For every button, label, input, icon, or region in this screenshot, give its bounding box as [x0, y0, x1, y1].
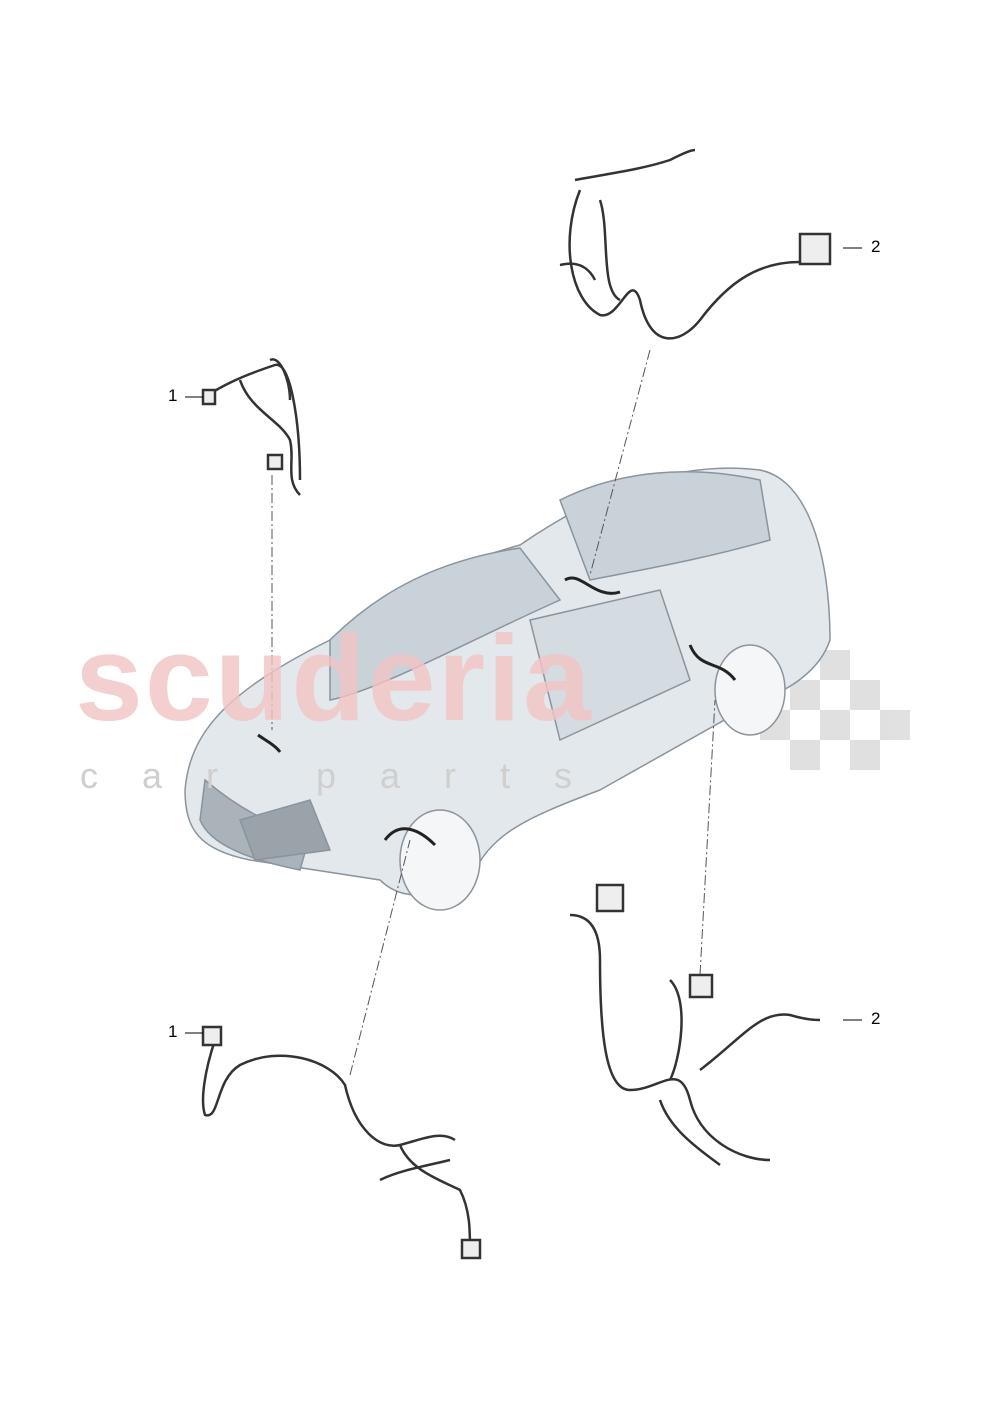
harness-rear-right [559, 148, 832, 340]
callout-1-bottom: 1 [168, 1022, 178, 1041]
harness-front-right [201, 1025, 482, 1260]
callout-1-top: 1 [168, 386, 178, 405]
watermark-scuderia: scuderia [75, 610, 593, 746]
leader-lines [271, 349, 716, 1076]
harness-front-left [201, 358, 302, 496]
callout-2-bottom: 2 [871, 1009, 881, 1028]
harness-on-car [257, 576, 737, 847]
car-illustration [184, 467, 831, 911]
harness-rear-left [569, 883, 821, 1167]
watermark-car-parts: car parts [80, 755, 617, 796]
callout-2-top: 2 [871, 237, 881, 256]
callout-ticks [185, 247, 862, 1034]
